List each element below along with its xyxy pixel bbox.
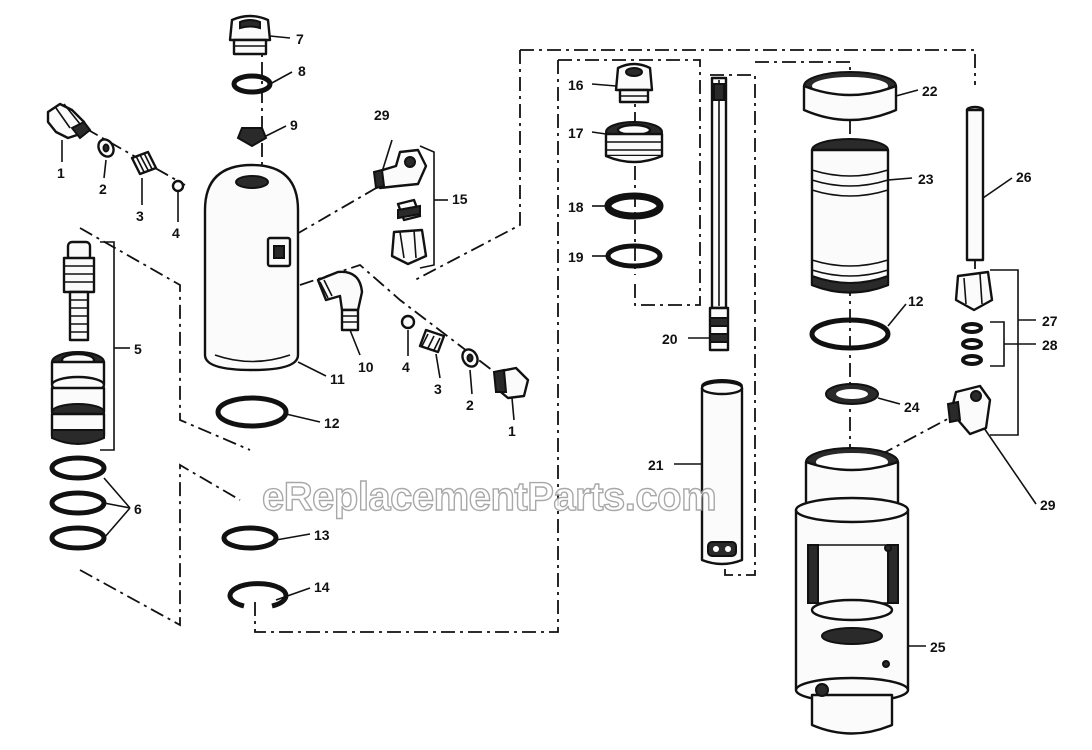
part-19-oring xyxy=(605,243,663,269)
callout-c27: 27 xyxy=(1042,313,1058,329)
callout-c1a: 1 xyxy=(57,165,65,181)
part-29-elbow-right xyxy=(946,384,992,436)
part-28-orings xyxy=(961,322,983,366)
part-18-seal xyxy=(604,192,664,220)
callout-c11: 11 xyxy=(330,371,345,387)
part-10-elbow xyxy=(316,270,364,332)
part-7-plug-top xyxy=(228,14,272,56)
part-29-elbow-top xyxy=(372,148,428,190)
callout-c21: 21 xyxy=(648,457,664,473)
callout-c12b: 12 xyxy=(908,293,924,309)
bracket-27 xyxy=(990,269,1019,436)
callout-c13: 13 xyxy=(314,527,330,543)
callout-c2b: 2 xyxy=(466,397,474,413)
part-12-oring-left xyxy=(215,395,289,429)
callout-c16: 16 xyxy=(568,77,584,93)
callout-c6: 6 xyxy=(134,501,142,517)
part-6-orings xyxy=(49,455,107,551)
part-23-sleeve xyxy=(810,138,890,294)
callout-c15: 15 xyxy=(452,191,468,207)
callout-c23: 23 xyxy=(918,171,934,187)
callout-c5: 5 xyxy=(134,341,142,357)
callout-c24: 24 xyxy=(904,399,920,415)
callout-c4a: 4 xyxy=(172,225,180,241)
callout-c25: 25 xyxy=(930,639,946,655)
part-8-ring xyxy=(231,73,273,95)
callout-c10: 10 xyxy=(358,359,374,375)
callout-c12a: 12 xyxy=(324,415,340,431)
callout-c17: 17 xyxy=(568,125,584,141)
part-1-plug-left xyxy=(46,102,92,140)
part-21-cylinder xyxy=(700,379,744,566)
callout-c18: 18 xyxy=(568,199,584,215)
callout-c4b: 4 xyxy=(402,359,410,375)
callout-c20: 20 xyxy=(662,331,678,347)
part-24-seal xyxy=(825,383,879,405)
callout-c3a: 3 xyxy=(136,208,144,224)
callout-c22: 22 xyxy=(922,83,938,99)
watermark-text: eReplacementParts.com xyxy=(262,475,716,519)
part-3-spring-left xyxy=(130,150,158,176)
part-25-pump-housing xyxy=(794,447,910,735)
bracket-15 xyxy=(419,145,435,269)
callout-c3b: 3 xyxy=(434,381,442,397)
callout-c9: 9 xyxy=(290,117,298,133)
callout-c14: 14 xyxy=(314,579,330,595)
part-9-seat xyxy=(236,127,268,148)
part-4-ball-right xyxy=(400,314,416,330)
part-17-packing xyxy=(604,121,664,164)
part-26-tube xyxy=(965,105,985,262)
callout-c26: 26 xyxy=(1016,169,1032,185)
part-20-piston-rod xyxy=(708,76,730,352)
callout-c19: 19 xyxy=(568,249,584,265)
callout-c2a: 2 xyxy=(99,181,107,197)
part-15-fitting-set xyxy=(390,198,428,266)
part-12-oring-right xyxy=(809,317,891,351)
callout-c1b: 1 xyxy=(508,423,516,439)
part-13-washer xyxy=(221,525,279,551)
part-22-ring xyxy=(802,71,898,122)
bracket-28 xyxy=(990,321,1005,367)
part-1-plug-right xyxy=(492,366,530,400)
part-2-washer-hole xyxy=(102,143,110,153)
callout-c29b: 29 xyxy=(1040,497,1056,513)
part-5-valve-assembly xyxy=(50,240,106,445)
callout-c28: 28 xyxy=(1042,337,1058,353)
leader-lines xyxy=(61,35,1037,647)
part-11-pump-body xyxy=(203,163,300,372)
part-2-washer-hole-right xyxy=(466,353,474,363)
callout-labels: 1234567891011121314154321161718192021222… xyxy=(57,31,1058,655)
part-3-spring-right xyxy=(418,328,446,354)
callout-c29a: 29 xyxy=(374,107,390,123)
part-16-nut xyxy=(614,62,654,104)
bracket-5 xyxy=(100,241,115,451)
part-14-snap-ring xyxy=(227,581,289,609)
part-4-ball-left xyxy=(171,179,185,193)
callout-c7: 7 xyxy=(296,31,304,47)
callout-c8: 8 xyxy=(298,63,306,79)
part-27-nut xyxy=(954,270,994,312)
